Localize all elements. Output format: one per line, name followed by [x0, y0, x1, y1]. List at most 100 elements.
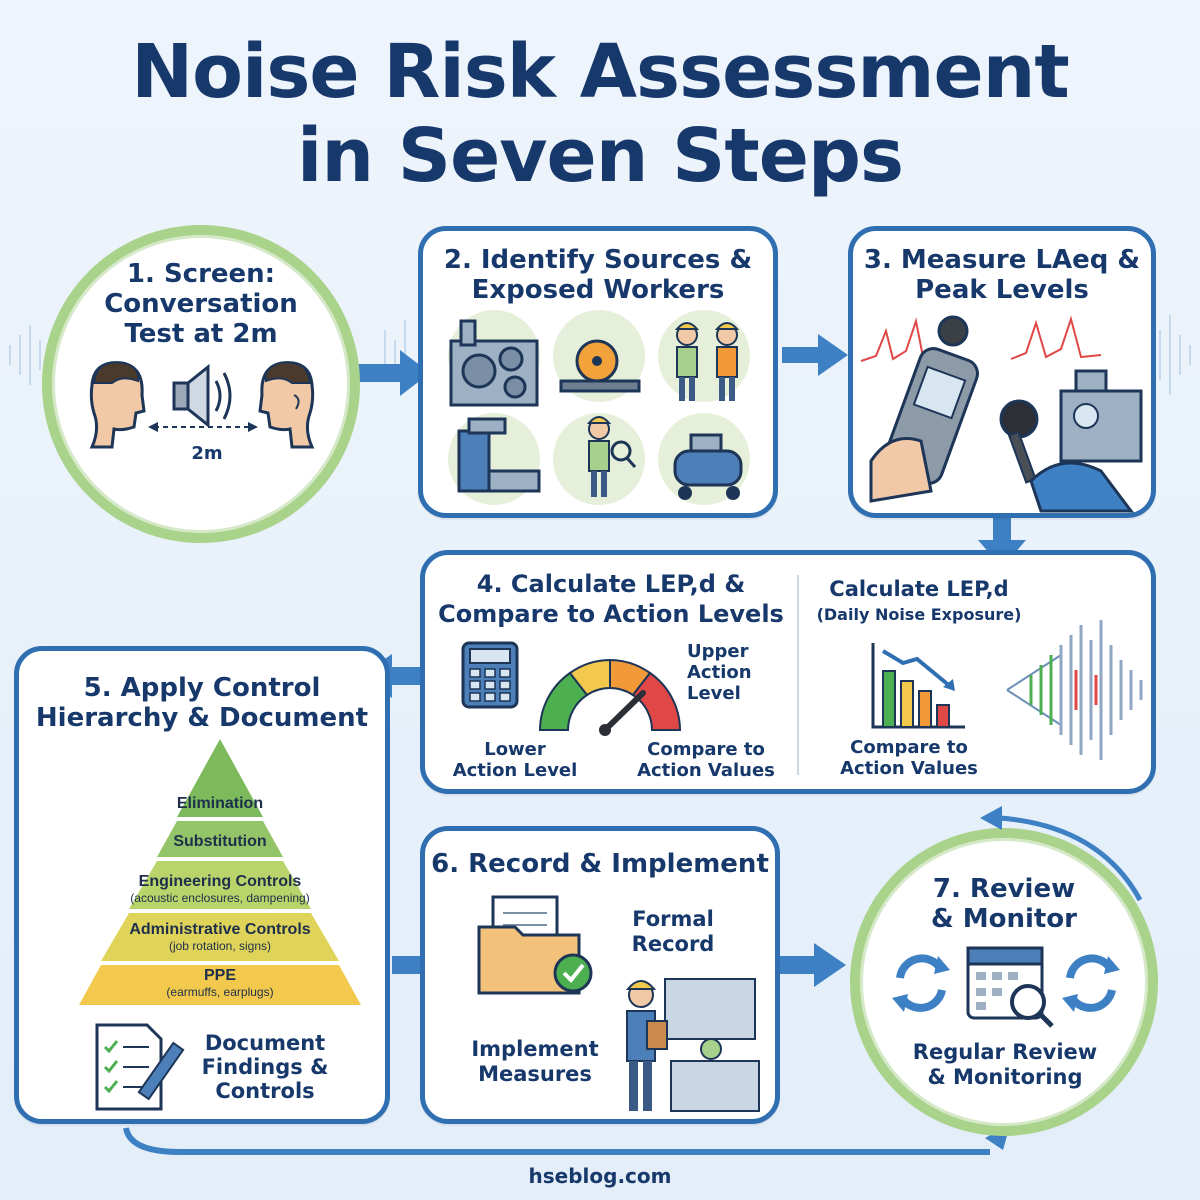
- machine-icon: [1059, 369, 1143, 463]
- doc-line-2: Findings &: [201, 1055, 329, 1079]
- step-6-title: 6. Record & Implement: [431, 849, 769, 879]
- compare-line-1: Compare to: [647, 739, 765, 760]
- step-3-card: 3. Measure LAeq & Peak Levels: [848, 226, 1156, 518]
- layer-note: (earmuffs, earplugs): [166, 985, 274, 999]
- gauge-icon: [538, 658, 682, 736]
- pyramid-layer-elimination: Elimination: [61, 795, 379, 813]
- lepd-subtitle: (Daily Noise Exposure): [816, 605, 1022, 624]
- step-4-title: 4. Calculate LEP,d & Compare to Action L…: [431, 569, 791, 629]
- step-2-title: 2. Identify Sources & Exposed Workers: [423, 245, 773, 305]
- worker-icon: [714, 322, 740, 401]
- factory-gears-icon: [449, 319, 539, 407]
- compare-action-values-label: Compare to Action Values: [631, 739, 781, 781]
- conversation-test-illustration: [89, 361, 315, 449]
- doc-line-1: Document: [204, 1031, 326, 1055]
- review-line-1: Regular Review: [912, 1040, 1098, 1064]
- refresh-icon: [896, 954, 946, 1012]
- right-compare-line-2: Action Values: [840, 758, 978, 779]
- implement-measures-label: Implement Measures: [465, 1037, 605, 1087]
- layer-name: Administrative Controls: [129, 921, 311, 938]
- upper-line-1: Upper: [687, 641, 749, 662]
- formal-line-2: Record: [631, 932, 715, 956]
- step-3-title: 3. Measure LAeq & Peak Levels: [853, 245, 1151, 305]
- compare-line-2: Action Values: [637, 760, 775, 781]
- calendar-magnifier-icon: [966, 946, 1054, 1028]
- pyramid-layer-administrative: Administrative Controls (job rotation, s…: [61, 921, 379, 953]
- document-findings-label: Document Findings & Controls: [195, 1031, 335, 1103]
- saw-icon: [559, 339, 641, 393]
- layer-name: Substitution: [173, 833, 267, 850]
- worker-icon: [586, 416, 637, 497]
- step-4-card: 4. Calculate LEP,d & Compare to Action L…: [420, 550, 1156, 794]
- step-3-title-line-1: 3. Measure LAeq &: [863, 245, 1141, 275]
- lower-line-2: Action Level: [452, 760, 578, 781]
- review-illustration: [892, 946, 1120, 1028]
- step-7-title-line-2: & Monitor: [931, 904, 1077, 934]
- step-2-title-line-1: 2. Identify Sources &: [443, 245, 753, 275]
- review-monitoring-label: Regular Review & Monitoring: [900, 1040, 1110, 1090]
- head-icon: [258, 361, 315, 449]
- right-compare-label: Compare to Action Values: [839, 737, 979, 779]
- waveform-icon: [1006, 620, 1143, 760]
- layer-name: PPE: [203, 967, 236, 984]
- control-hierarchy-pyramid: Elimination Substitution Engineering Con…: [61, 739, 379, 1007]
- lepd-title: Calculate LEP,d: [829, 577, 1009, 601]
- speaker-icon: [172, 363, 232, 429]
- step-1-title-line-1: 1. Screen:: [126, 259, 276, 289]
- step-5-title-line-2: Hierarchy & Document: [35, 703, 369, 733]
- footer-site: hseblog.com: [528, 1164, 672, 1188]
- worker-icon: [674, 322, 700, 401]
- divider: [797, 575, 799, 775]
- pyramid-shape: [79, 739, 361, 1005]
- step-3-title-line-2: Peak Levels: [915, 275, 1089, 305]
- lower-line-1: Lower: [484, 739, 546, 760]
- layer-note: (acoustic enclosures, dampening): [130, 891, 310, 905]
- step-4-title-line-2: Compare to Action Levels: [438, 600, 784, 628]
- calculator-icon: [461, 641, 519, 709]
- step-1-circle: 1. Screen: Conversation Test at 2m 2m: [42, 225, 360, 543]
- step-5-title: 5. Apply Control Hierarchy & Document: [19, 673, 385, 733]
- step-5-title-line-1: 5. Apply Control: [83, 673, 321, 703]
- measurement-illustration: [860, 315, 1143, 513]
- bar-chart-down-icon: [871, 643, 965, 729]
- step-7-circle: 7. Review & Monitor Regular Review & Mon…: [850, 828, 1158, 1136]
- step-7-title: 7. Review & Monitor: [860, 874, 1148, 934]
- lower-action-level-label: Lower Action Level: [445, 739, 585, 781]
- pen-icon: [137, 1041, 185, 1101]
- title-line-2: in Seven Steps: [296, 113, 904, 199]
- right-compare-line-1: Compare to: [850, 737, 968, 758]
- page-title: Noise Risk Assessment in Seven Steps: [0, 30, 1200, 198]
- upper-line-3: Level: [687, 683, 741, 704]
- worker-clipboard-icon: [625, 978, 760, 1112]
- step-1-title-line-2: Conversation: [104, 289, 298, 319]
- impl-line-1: Implement: [471, 1037, 599, 1061]
- layer-note: (job rotation, signs): [168, 939, 272, 953]
- review-line-2: & Monitoring: [927, 1065, 1083, 1089]
- step-4-title-line-1: 4. Calculate LEP,d &: [476, 570, 746, 598]
- compressor-icon: [673, 433, 743, 500]
- pyramid-layer-substitution: Substitution: [61, 833, 379, 851]
- pyramid-layer-ppe: PPE (earmuffs, earplugs): [61, 967, 379, 999]
- machine-icon: [457, 417, 541, 493]
- title-line-1: Noise Risk Assessment: [131, 29, 1070, 115]
- checklist-icon: [95, 1023, 185, 1111]
- layer-name: Engineering Controls: [138, 873, 302, 890]
- step-1-title: 1. Screen: Conversation Test at 2m: [52, 259, 350, 349]
- step-5-card: 5. Apply Control Hierarchy & Document El…: [14, 646, 390, 1124]
- doc-line-3: Controls: [215, 1079, 315, 1103]
- layer-name: Elimination: [176, 795, 264, 812]
- step-2-title-line-2: Exposed Workers: [471, 275, 725, 305]
- pyramid-layer-engineering: Engineering Controls (acoustic enclosure…: [61, 873, 379, 905]
- step-7-title-line-1: 7. Review: [932, 874, 1076, 904]
- upper-action-level-label: Upper Action Level: [687, 641, 777, 704]
- step-6-card: 6. Record & Implement Formal Record Impl…: [420, 826, 780, 1124]
- formal-line-1: Formal: [632, 907, 714, 931]
- distance-label: 2m: [191, 443, 223, 464]
- impl-line-2: Measures: [478, 1062, 592, 1086]
- sources-workers-illustration: [448, 310, 750, 505]
- microphone-icon: [999, 399, 1039, 484]
- upper-line-2: Action: [687, 662, 752, 683]
- step-1-title-line-3: Test at 2m: [124, 319, 278, 349]
- refresh-icon: [1066, 954, 1116, 1012]
